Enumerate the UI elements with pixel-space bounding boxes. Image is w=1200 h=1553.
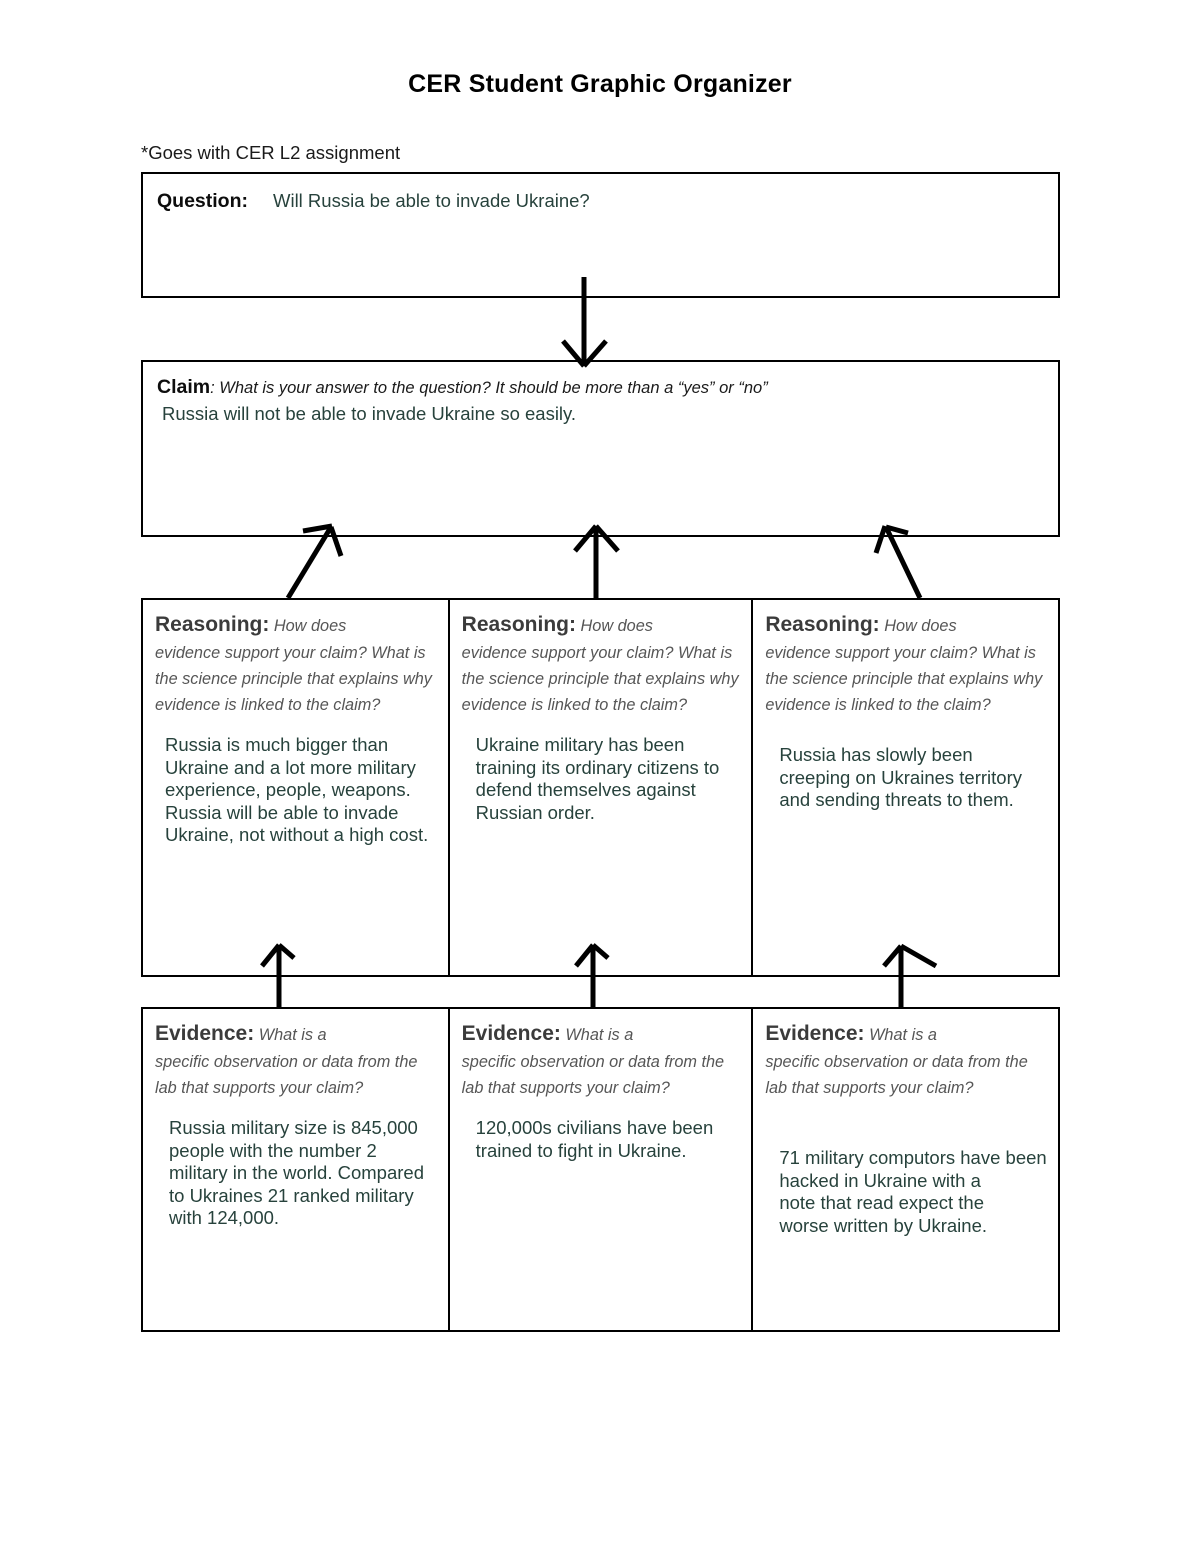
claim-prompt: : What is your answer to the question? I… [210, 379, 768, 397]
reasoning-prompt-first-3: How does [879, 617, 957, 635]
reasoning-prompt-2: evidence support your claim? What is the… [461, 644, 739, 714]
reasoning-answer-1[interactable]: Russia is much bigger than Ukraine and a… [165, 734, 429, 845]
reasoning-cell-2[interactable]: Reasoning: How does evidence support you… [447, 600, 754, 975]
evidence-label-3: Evidence: [765, 1022, 865, 1045]
reasoning-answer-2[interactable]: Ukraine military has been training its o… [475, 734, 720, 823]
question-answer[interactable]: Will Russia be able to invade Ukraine? [273, 190, 590, 211]
evidence-label-2: Evidence: [461, 1022, 561, 1045]
reasoning-answer-3[interactable]: Russia has slowly been creeping on Ukrai… [779, 744, 1022, 810]
reasoning-prompt-first-1: How does [269, 617, 347, 635]
evidence-answer-3[interactable]: 71 military computors have been hacked i… [779, 1147, 1047, 1236]
evidence-header-3: Evidence: What is a [765, 1021, 1048, 1049]
evidence-header-2: Evidence: What is a [462, 1021, 742, 1049]
reasoning-label-2: Reasoning: [461, 613, 576, 636]
reasoning-row: Reasoning: How does evidence support you… [141, 598, 1060, 977]
evidence-prompt-first-1: What is a [254, 1026, 327, 1044]
evidence-header-1: Evidence: What is a [155, 1021, 438, 1049]
question-box[interactable]: Question: Will Russia be able to invade … [141, 172, 1060, 298]
evidence-cell-2[interactable]: Evidence: What is a specific observation… [447, 1009, 754, 1330]
evidence-cell-1[interactable]: Evidence: What is a specific observation… [143, 1009, 448, 1330]
evidence-answer-2[interactable]: 120,000s civilians have been trained to … [475, 1117, 714, 1161]
evidence-row: Evidence: What is a specific observation… [141, 1007, 1060, 1332]
reasoning-label-1: Reasoning: [155, 613, 270, 636]
evidence-prompt-first-3: What is a [864, 1026, 937, 1044]
claim-label: Claim [157, 376, 211, 398]
reasoning-prompt-3: evidence support your claim? What is the… [765, 644, 1043, 714]
reasoning-header-3: Reasoning: How does [765, 612, 1048, 640]
evidence-answer-1[interactable]: Russia military size is 845,000 people w… [169, 1117, 424, 1228]
claim-header: Claim: What is your answer to the questi… [157, 376, 768, 399]
reasoning-header-1: Reasoning: How does [155, 612, 438, 640]
evidence-prompt-2: specific observation or data from the la… [461, 1053, 725, 1097]
reasoning-cell-3[interactable]: Reasoning: How does evidence support you… [753, 600, 1058, 975]
reasoning-prompt-first-2: How does [576, 617, 653, 635]
claim-answer[interactable]: Russia will not be able to invade Ukrain… [162, 403, 577, 424]
question-label: Question: [157, 190, 248, 212]
evidence-prompt-3: specific observation or data from the la… [765, 1053, 1028, 1097]
evidence-cell-3[interactable]: Evidence: What is a specific observation… [753, 1009, 1058, 1330]
evidence-prompt-1: specific observation or data from the la… [155, 1053, 418, 1097]
reasoning-label-3: Reasoning: [765, 613, 880, 636]
evidence-label-1: Evidence: [155, 1022, 255, 1045]
claim-box[interactable]: Claim: What is your answer to the questi… [141, 360, 1060, 537]
evidence-prompt-first-2: What is a [560, 1026, 634, 1044]
page-title: CER Student Graphic Organizer [408, 70, 792, 98]
reasoning-prompt-1: evidence support your claim? What is the… [155, 644, 432, 714]
page-subtitle: *Goes with CER L2 assignment [141, 142, 401, 163]
reasoning-header-2: Reasoning: How does [462, 612, 742, 640]
reasoning-cell-1[interactable]: Reasoning: How does evidence support you… [143, 600, 448, 975]
